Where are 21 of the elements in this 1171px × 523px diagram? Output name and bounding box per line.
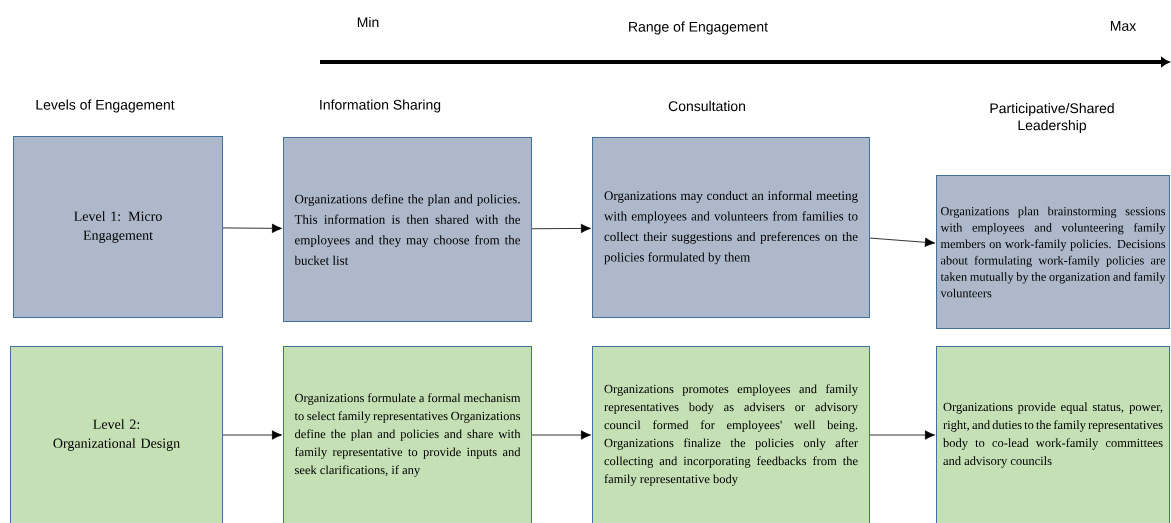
level-box: Level 1: Micro Engagement (13, 136, 223, 318)
arrow (869, 237, 936, 247)
column-heading: Consultation (668, 100, 745, 112)
description-box: Organizations formulate a formal mechanism to select family representatives Organizations define the plan and policies and share with family representative to provide inputs and seek clarifications, if any (283, 346, 532, 523)
scale-label: Range of Engagement (629, 21, 768, 35)
arrow (222, 223, 283, 233)
description-box: Organizations define the plan and policies. This information is then shared with the employees and they may choose from the bucket list (283, 137, 532, 322)
scale-label: Max (1110, 21, 1137, 31)
level-box: Level 2: Organizational Design (10, 346, 223, 523)
description-box: Organizations plan brainstorming sessions with employees and volunteering family members on work-family policies. Decisions about formulating work-family policies are taken mutually by the organization and family volunteers (936, 175, 1170, 329)
arrow (531, 223, 592, 234)
description-box: Organizations may conduct an informal meeting with employees and volunteers from families to collect their suggestions and preferences on the policies formulated by them (592, 137, 870, 318)
column-heading: Participative/Shared Leadership (990, 103, 1114, 133)
scale-label: Min (357, 16, 379, 28)
description-box: Organizations promotes employees and family representatives body as advisers or advisory council formed for employees' well being. Organizations finalize the policies only after collecting and incorporating feedbacks from the family representative body (592, 346, 870, 523)
arrow (222, 430, 282, 440)
column-heading: Information Sharing (320, 99, 441, 113)
description-box: Organizations provide equal status, power, right, and duties to the family representatives body to co-lead work-family committees and advisory councils (936, 346, 1170, 523)
arrow (531, 430, 592, 440)
column-heading: Levels of Engagement (36, 99, 175, 113)
arrow (869, 430, 936, 440)
